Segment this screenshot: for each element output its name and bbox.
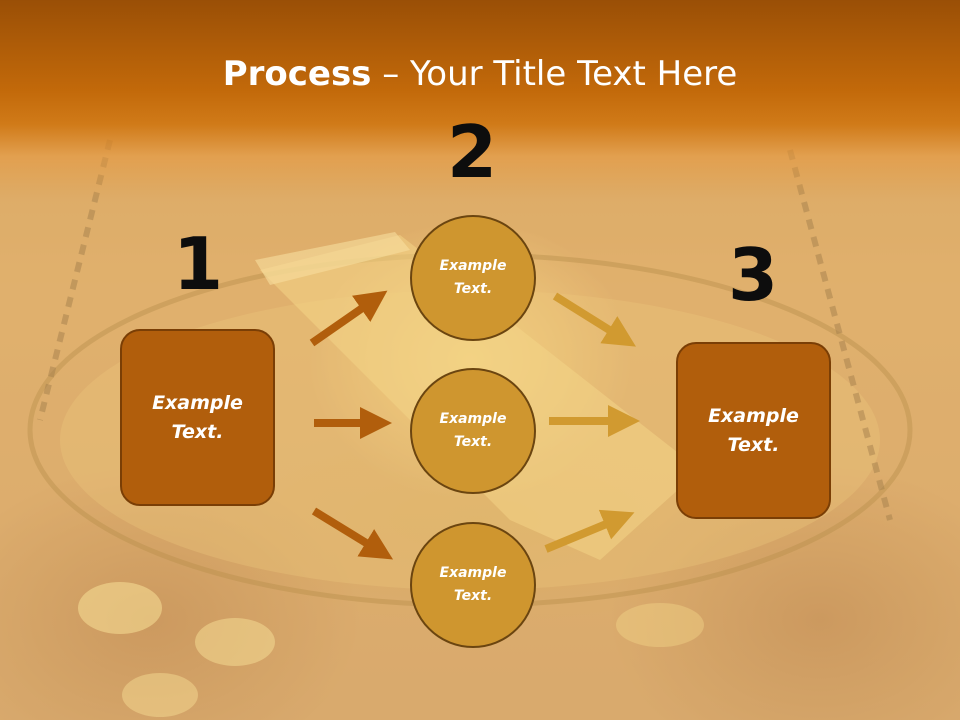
title-band <box>0 0 960 200</box>
step-number-1: 1 <box>172 222 224 306</box>
circle-bottom[interactable]: Example Text. <box>410 522 536 648</box>
arrow-left-to-top <box>309 290 388 347</box>
circle-bottom-text: Example Text. <box>439 565 507 604</box>
circle-top[interactable]: Example Text. <box>410 215 536 341</box>
step-number-3: 3 <box>727 233 779 317</box>
arrow-left-to-bottom <box>311 507 394 560</box>
left-box-text: Example Text. <box>152 391 243 443</box>
right-box-text: Example Text. <box>708 404 799 456</box>
left-process-box[interactable]: Example Text. <box>120 329 275 506</box>
right-process-box[interactable]: Example Text. <box>676 342 831 519</box>
step-number-2: 2 <box>446 110 498 194</box>
circle-middle-text: Example Text. <box>439 411 507 450</box>
arrow-top-to-right <box>552 292 636 347</box>
title-bold: Process <box>222 54 372 94</box>
circle-top-text: Example Text. <box>439 258 507 297</box>
title-rest: – Your Title Text Here <box>371 54 738 94</box>
circle-middle[interactable]: Example Text. <box>410 368 536 494</box>
arrow-bottom-to-right <box>544 509 635 553</box>
slide-title[interactable]: Process – Your Title Text Here <box>0 52 960 96</box>
